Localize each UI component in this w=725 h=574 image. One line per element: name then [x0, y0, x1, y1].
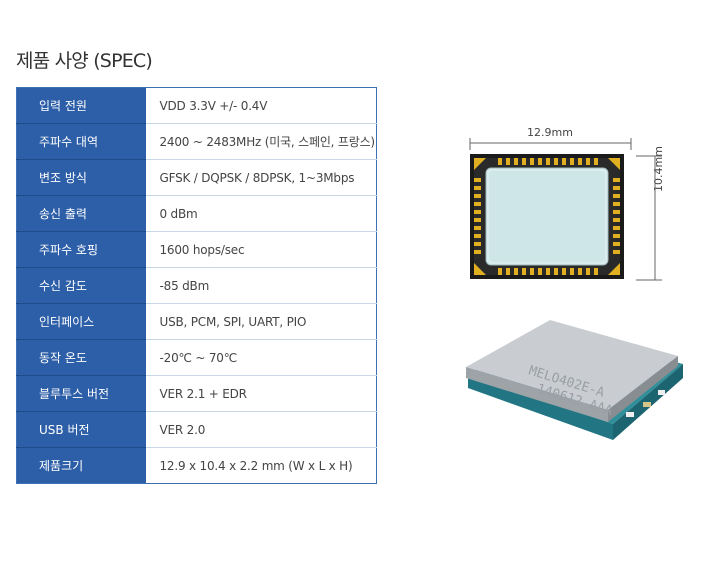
spec-label: 동작 온도 — [16, 339, 146, 376]
spec-label: 송신 출력 — [16, 195, 146, 232]
spec-label: 주파수 호핑 — [16, 231, 146, 268]
spec-label: 변조 방식 — [16, 159, 146, 196]
spec-value: VDD 3.3V +/- 0.4V — [145, 87, 377, 124]
spec-value: 0 dBm — [145, 195, 377, 232]
spec-value: -85 dBm — [145, 267, 377, 304]
spec-label: USB 버전 — [16, 411, 146, 448]
page-title: 제품 사양 (SPEC) — [16, 50, 153, 72]
spec-label: 블루투스 버전 — [16, 375, 146, 412]
table-row: 수신 감도-85 dBm — [16, 267, 377, 304]
spec-value: GFSK / DQPSK / 8DPSK, 1~3Mbps — [145, 159, 377, 196]
spec-value: 1600 hops/sec — [145, 231, 377, 268]
spec-label: 인터페이스 — [16, 303, 146, 340]
module-top-view — [470, 154, 624, 279]
spec-label: 입력 전원 — [16, 87, 146, 124]
table-row: 제품크기 12.9 x 10.4 x 2.2 mm (W x L x H) — [16, 447, 377, 484]
table-row: 동작 온도-20℃ ~ 70℃ — [16, 339, 377, 376]
spec-value: USB, PCM, SPI, UART, PIO — [145, 303, 377, 340]
spec-value: 2400 ~ 2483MHz (미국, 스페인, 프랑스) — [145, 123, 377, 160]
spec-label: 주파수 대역 — [16, 123, 146, 160]
width-dimension-label: 12.9mm — [527, 126, 573, 139]
spec-label: 수신 감도 — [16, 267, 146, 304]
spec-value: VER 2.0 — [145, 411, 377, 448]
spec-label: 제품크기 — [16, 447, 146, 484]
spec-value: VER 2.1 + EDR — [145, 375, 377, 412]
spec-value: 12.9 x 10.4 x 2.2 mm (W x L x H) — [159, 458, 353, 473]
spec-value: -20℃ ~ 70℃ — [145, 339, 377, 376]
module-photo: MELO402E-A 140612 AAA — [466, 320, 683, 440]
height-dimension-label: 10.4mm — [652, 146, 665, 192]
